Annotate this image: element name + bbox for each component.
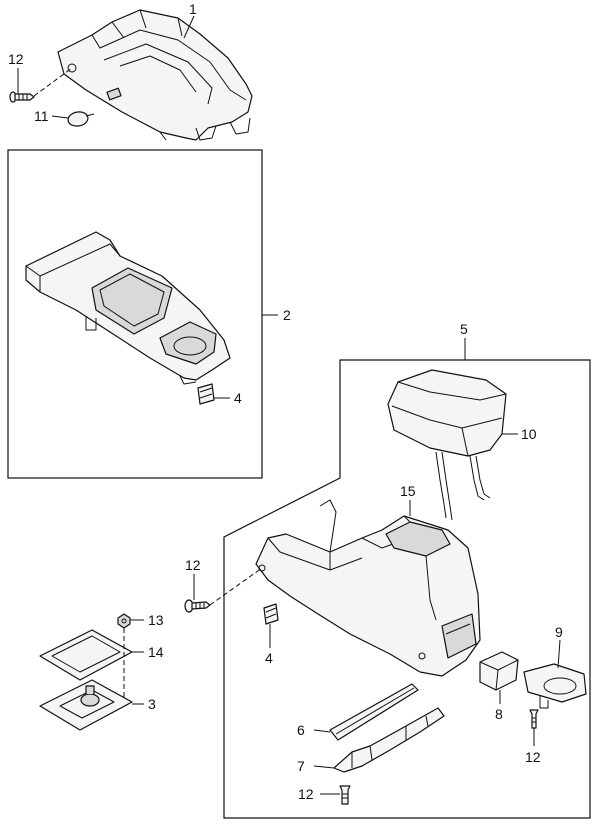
part-7-bracket: [333, 707, 445, 773]
part-13-nut: [117, 613, 131, 629]
part-1-console-cover: [57, 9, 253, 141]
callout-12-right: 12: [525, 749, 541, 765]
part-11-plug-cap: [67, 111, 95, 127]
part-10-armrest-lid: [387, 369, 507, 521]
leader-11: [51, 115, 69, 119]
part-2-console-body: [25, 231, 231, 385]
callout-11: 11: [34, 108, 49, 124]
leader-6: [313, 729, 331, 733]
callout-2: 2: [283, 307, 291, 323]
part-12-screw-top: [9, 91, 35, 103]
callout-10: 10: [521, 426, 537, 442]
callout-9: 9: [555, 624, 563, 640]
part-12-screw-right: [529, 709, 539, 729]
callout-14: 14: [148, 644, 164, 660]
part-12-screw-mid: [184, 599, 211, 613]
part-9-cup-holder: [523, 663, 587, 709]
part-3-boot-plate: [39, 679, 133, 731]
part-6-side-panel: [329, 683, 419, 741]
part-15-lower-console: [255, 499, 481, 677]
callout-4-first: 4: [234, 390, 242, 406]
callout-1: 1: [189, 1, 197, 17]
callout-12-mid: 12: [185, 557, 201, 573]
part-14-gasket: [39, 629, 133, 681]
callout-8: 8: [495, 706, 503, 722]
part-4-clip-second: [263, 603, 279, 625]
callout-12-bottom: 12: [298, 786, 314, 802]
callout-3: 3: [148, 696, 156, 712]
part-8-tray: [479, 651, 519, 691]
dashed-line-12-top: [33, 67, 73, 97]
leader-7: [313, 765, 335, 769]
callout-15: 15: [400, 483, 416, 499]
group-2-frame: [7, 149, 263, 479]
callout-7: 7: [297, 758, 305, 774]
part-4-clip-first: [197, 383, 215, 405]
part-12-screw-bottom: [339, 785, 351, 805]
callout-4-second: 4: [265, 650, 273, 666]
callout-5: 5: [460, 321, 468, 337]
leader-1: [183, 15, 195, 39]
leader-9: [557, 639, 561, 669]
callout-6: 6: [297, 722, 305, 738]
callout-12-top: 12: [8, 51, 24, 67]
dashed-line-12-mid: [209, 567, 263, 606]
group-5-frame: [223, 359, 591, 819]
callout-13: 13: [148, 612, 164, 628]
